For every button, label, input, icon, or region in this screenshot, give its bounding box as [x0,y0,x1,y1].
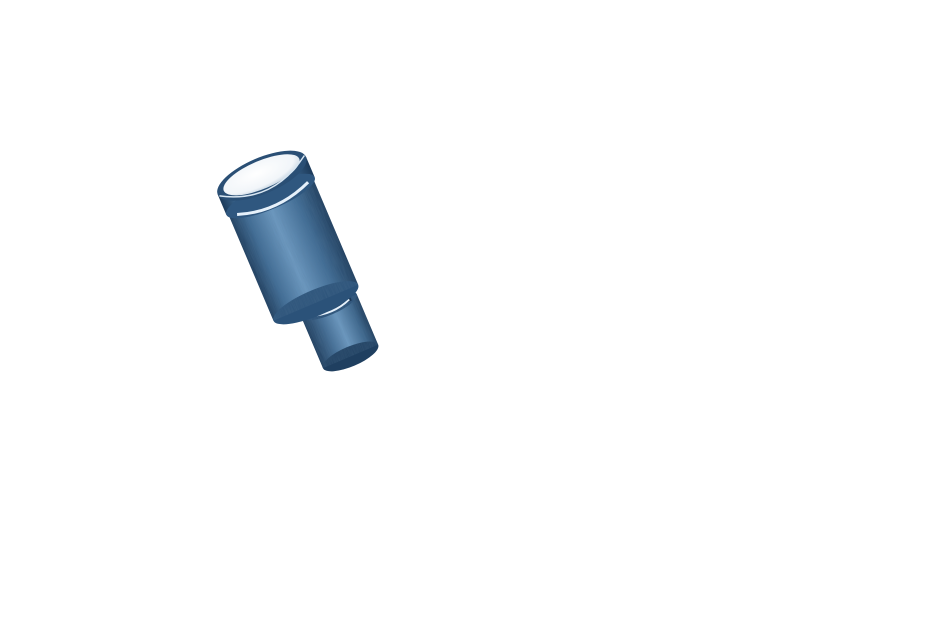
pin-end-face [217,150,307,201]
pin-object [217,150,379,372]
collar-highlight [237,181,310,216]
